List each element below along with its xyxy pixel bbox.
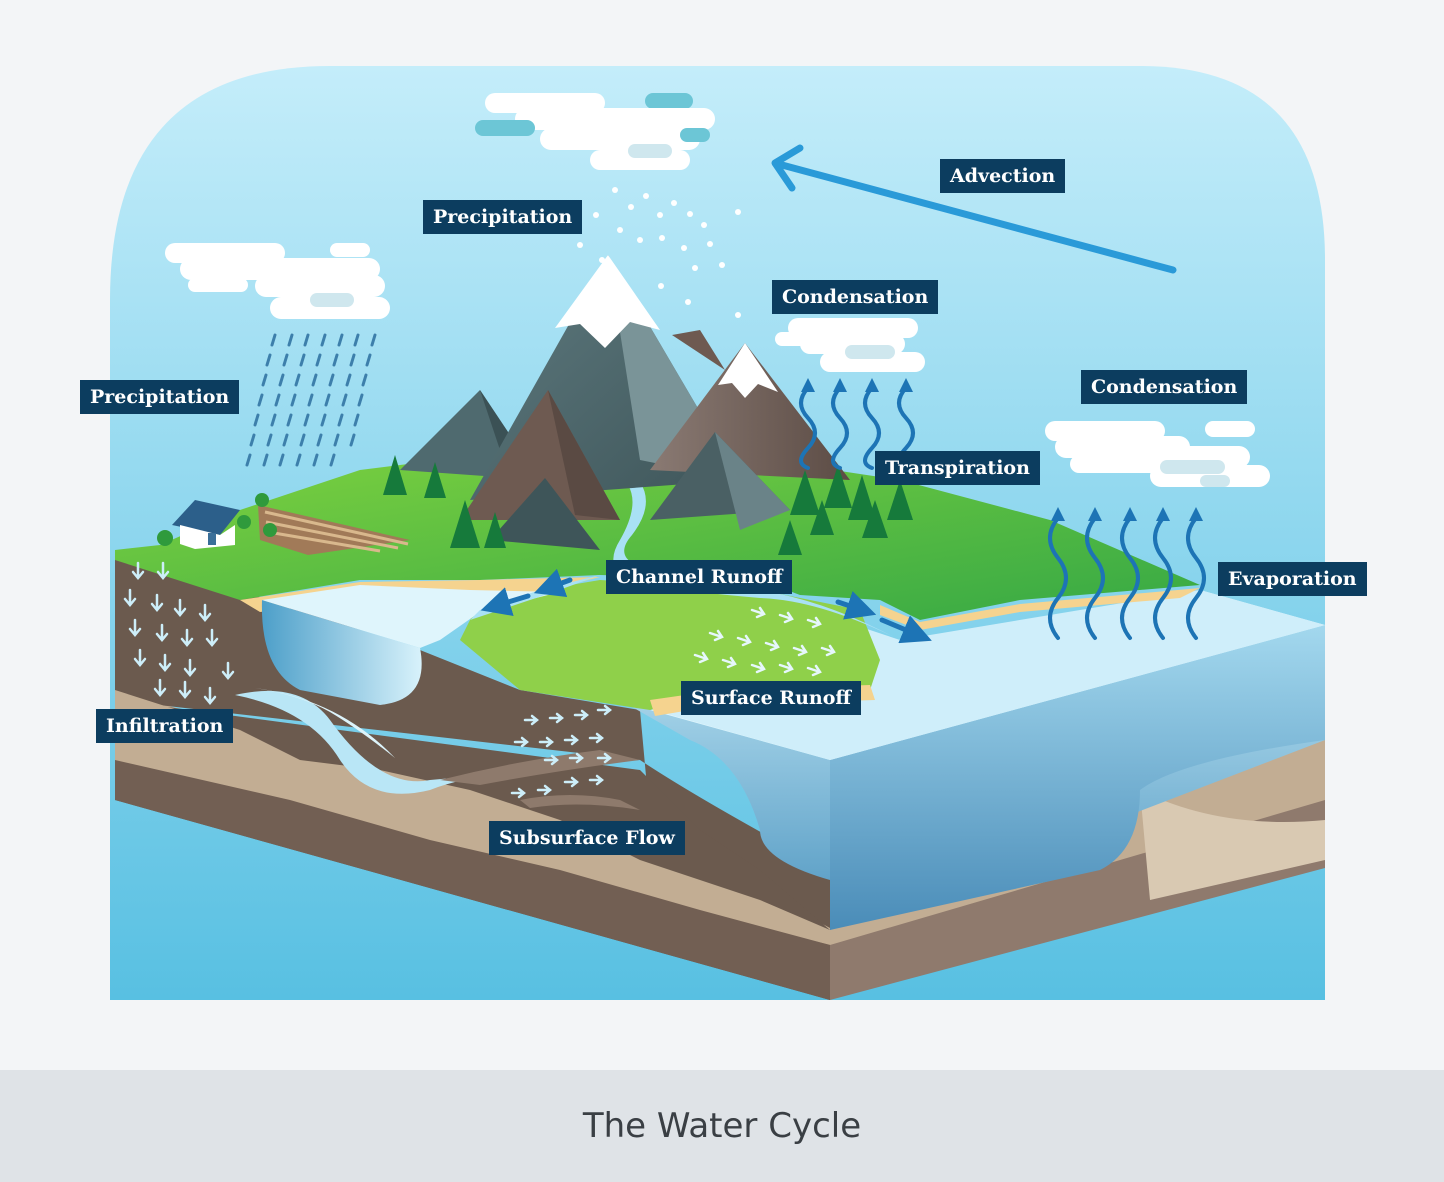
label-subsurface-flow: Subsurface Flow xyxy=(489,821,685,855)
cloud-right xyxy=(1045,421,1270,487)
surface-runoff-arrows xyxy=(693,606,836,677)
snow-precipitation xyxy=(577,187,741,318)
mountains xyxy=(400,255,850,550)
label-precipitation-left: Precipitation xyxy=(80,380,240,414)
cloud-left xyxy=(165,243,390,319)
cloud-top xyxy=(475,93,715,170)
label-condensation-right: Condensation xyxy=(1081,370,1248,404)
page-title: The Water Cycle xyxy=(582,1106,862,1146)
transpiration-arrows xyxy=(799,378,915,470)
label-condensation-center: Condensation xyxy=(772,280,939,314)
rain-precipitation xyxy=(245,333,377,467)
farm xyxy=(157,493,410,555)
label-channel-runoff: Channel Runoff xyxy=(606,560,793,594)
water-cycle-diagram xyxy=(110,66,1325,1000)
subsurface-flow-arrows xyxy=(510,704,613,799)
advection-arrow xyxy=(771,144,1177,274)
label-infiltration: Infiltration xyxy=(96,709,234,743)
subsurface-flow xyxy=(235,688,640,810)
trees xyxy=(383,455,913,555)
caption-bar: The Water Cycle xyxy=(0,1070,1444,1182)
label-transpiration: Transpiration xyxy=(875,451,1040,485)
evaporation-arrows xyxy=(1048,507,1206,640)
infiltration-arrows xyxy=(123,561,235,705)
label-advection: Advection xyxy=(940,159,1066,193)
label-evaporation: Evaporation xyxy=(1218,562,1367,596)
label-surface-runoff: Surface Runoff xyxy=(681,681,861,715)
label-precipitation-top: Precipitation xyxy=(423,200,583,234)
cloud-center xyxy=(775,318,925,372)
river xyxy=(613,482,900,640)
channel-runoff-arrows xyxy=(480,568,932,644)
